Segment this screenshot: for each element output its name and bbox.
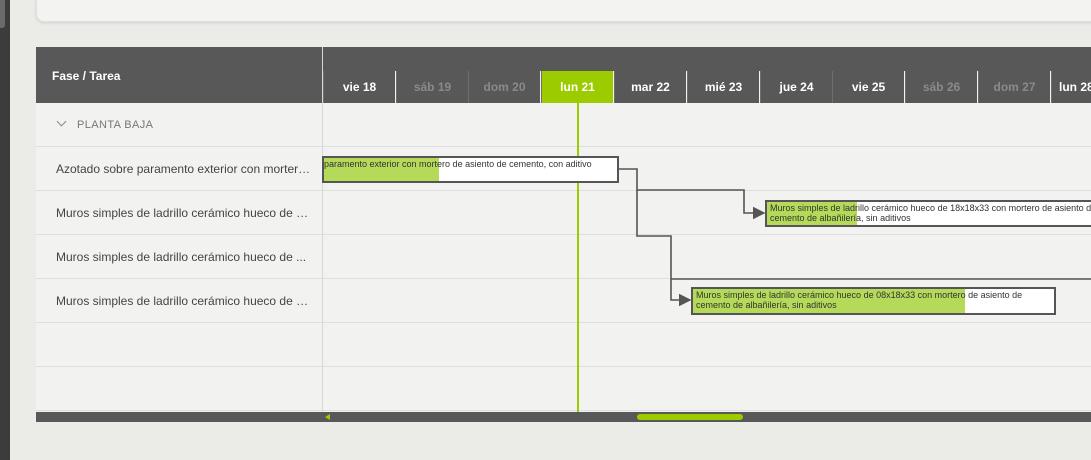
top-panel <box>36 0 1091 22</box>
phase-row-label: PLANTA BAJA <box>56 103 314 146</box>
task-row[interactable]: Muros simples de ladrillo cerámico hueco… <box>36 191 1091 235</box>
task-bar-label: paramento exterior con mortero de asient… <box>324 159 592 169</box>
day-column-header[interactable]: vie 25 <box>832 71 904 103</box>
day-column-header[interactable]: dom 27 <box>978 71 1050 103</box>
scrollbar-thumb[interactable] <box>637 414 743 420</box>
task-bar-label: Muros simples de ladrillo cerámico hueco… <box>696 290 1023 310</box>
task-bar-label: Muros simples de ladrillo cerámico hueco… <box>770 203 1091 223</box>
task-name: Muros simples de ladrillo cerámico hueco… <box>56 294 314 308</box>
day-column-header[interactable]: mié 23 <box>687 71 759 103</box>
chevron-down-icon[interactable] <box>56 116 67 127</box>
gantt-chart: Fase / Tarea vie 18 sáb 19 dom 20 lun 21… <box>36 47 1091 422</box>
horizontal-scrollbar[interactable] <box>36 412 1091 422</box>
task-row[interactable]: Azotado sobre paramento exterior con mor… <box>36 147 1091 191</box>
left-scrollbar[interactable] <box>0 0 10 460</box>
phase-name: PLANTA BAJA <box>77 119 154 131</box>
day-column-header[interactable]: sáb 26 <box>905 71 977 103</box>
task-name: Muros simples de ladrillo cerámico hueco… <box>56 206 314 220</box>
task-progress <box>324 158 439 181</box>
day-column-header[interactable]: mar 22 <box>614 71 686 103</box>
task-bar[interactable]: Muros simples de ladrillo cerámico hueco… <box>765 200 1091 227</box>
day-column-header-today[interactable]: lun 21 <box>541 71 613 103</box>
column-divider[interactable] <box>322 47 323 422</box>
day-column-header[interactable]: sáb 19 <box>396 71 468 103</box>
scroll-left-icon[interactable] <box>325 414 330 420</box>
day-column-header[interactable]: lun 28 <box>1051 71 1091 103</box>
phase-row[interactable]: PLANTA BAJA <box>36 103 1091 147</box>
left-scrollbar-thumb[interactable] <box>0 0 5 28</box>
task-progress <box>693 289 965 313</box>
timeline-header-top <box>323 47 1091 71</box>
day-column-header[interactable]: vie 18 <box>323 71 395 103</box>
task-name: Muros simples de ladrillo cerámico hueco… <box>56 250 307 264</box>
task-name: Azotado sobre paramento exterior con mor… <box>56 162 314 176</box>
empty-row <box>36 367 1091 411</box>
task-bar[interactable]: Muros simples de ladrillo cerámico hueco… <box>691 287 1056 315</box>
day-column-header[interactable]: dom 20 <box>468 71 540 103</box>
tree-column-header: Fase / Tarea <box>36 47 322 103</box>
task-bar[interactable]: paramento exterior con mortero de asient… <box>322 156 619 183</box>
task-row[interactable]: Muros simples de ladrillo cerámico hueco… <box>36 235 1091 279</box>
task-row[interactable]: Muros simples de ladrillo cerámico hueco… <box>36 279 1091 323</box>
task-progress <box>767 202 857 225</box>
today-marker-line <box>577 103 579 412</box>
day-column-header[interactable]: jue 24 <box>760 71 832 103</box>
empty-row <box>36 323 1091 367</box>
